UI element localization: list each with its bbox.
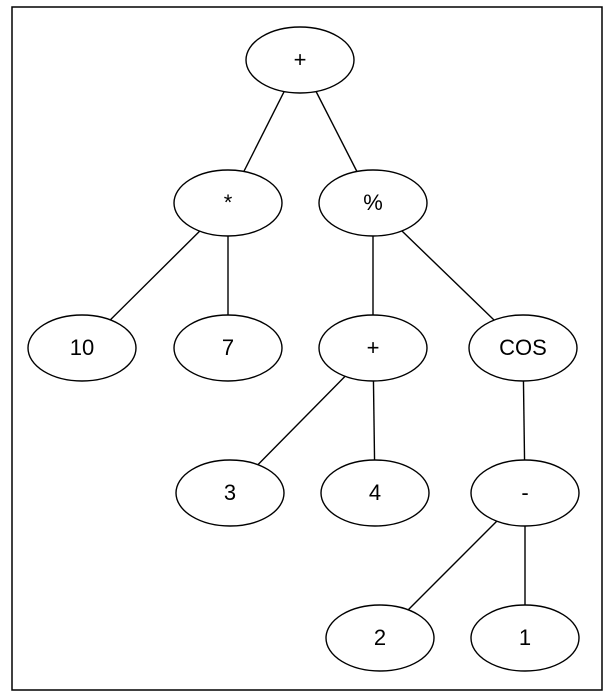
tree-node-n1: 1	[470, 604, 580, 672]
tree-node-cos: COS	[468, 314, 578, 382]
tree-node-n10: 10	[27, 314, 137, 382]
node-ellipse	[470, 604, 580, 672]
node-ellipse	[320, 459, 430, 527]
node-label: COS	[499, 335, 547, 360]
tree-node-plus2: +	[318, 314, 428, 382]
edge-root-mul	[243, 91, 285, 172]
tree-node-root: +	[245, 26, 355, 94]
node-label: 4	[369, 480, 381, 505]
tree-node-n3: 3	[175, 459, 285, 527]
node-label: 10	[70, 335, 94, 360]
node-label: +	[294, 47, 307, 72]
edge-plus2-n4	[372, 380, 376, 461]
edge-mod-cos	[401, 230, 495, 321]
node-label: 3	[224, 480, 236, 505]
node-ellipse	[27, 314, 137, 382]
edge-cos-minus	[522, 380, 526, 461]
node-ellipse	[325, 604, 435, 672]
tree-node-mod: %	[318, 169, 428, 237]
tree-node-mul: *	[173, 169, 283, 237]
tree-node-minus: -	[470, 459, 580, 527]
node-label: 1	[519, 625, 531, 650]
edge-root-mod	[315, 91, 358, 172]
node-ellipse	[318, 169, 428, 237]
node-ellipse	[318, 314, 428, 382]
edges-layer	[109, 91, 526, 611]
node-label: 7	[222, 335, 234, 360]
node-label: 2	[374, 625, 386, 650]
node-ellipse	[175, 459, 285, 527]
node-ellipse	[173, 314, 283, 382]
nodes-layer: + *% 10 7 + COS 3 4 - 2 1	[27, 26, 580, 672]
node-ellipse	[245, 26, 355, 94]
tree-node-n2: 2	[325, 604, 435, 672]
edge-plus2-n3	[257, 375, 346, 466]
edge-minus-n2	[407, 520, 498, 611]
node-label: -	[521, 480, 528, 505]
tree-node-n4: 4	[320, 459, 430, 527]
node-ellipse	[470, 459, 580, 527]
edge-mul-n10	[109, 230, 201, 321]
tree-node-n7: 7	[173, 314, 283, 382]
node-label: *	[224, 190, 233, 215]
node-label: %	[363, 190, 383, 215]
node-ellipse	[468, 314, 578, 382]
node-ellipse	[173, 169, 283, 237]
node-label: +	[367, 335, 380, 360]
